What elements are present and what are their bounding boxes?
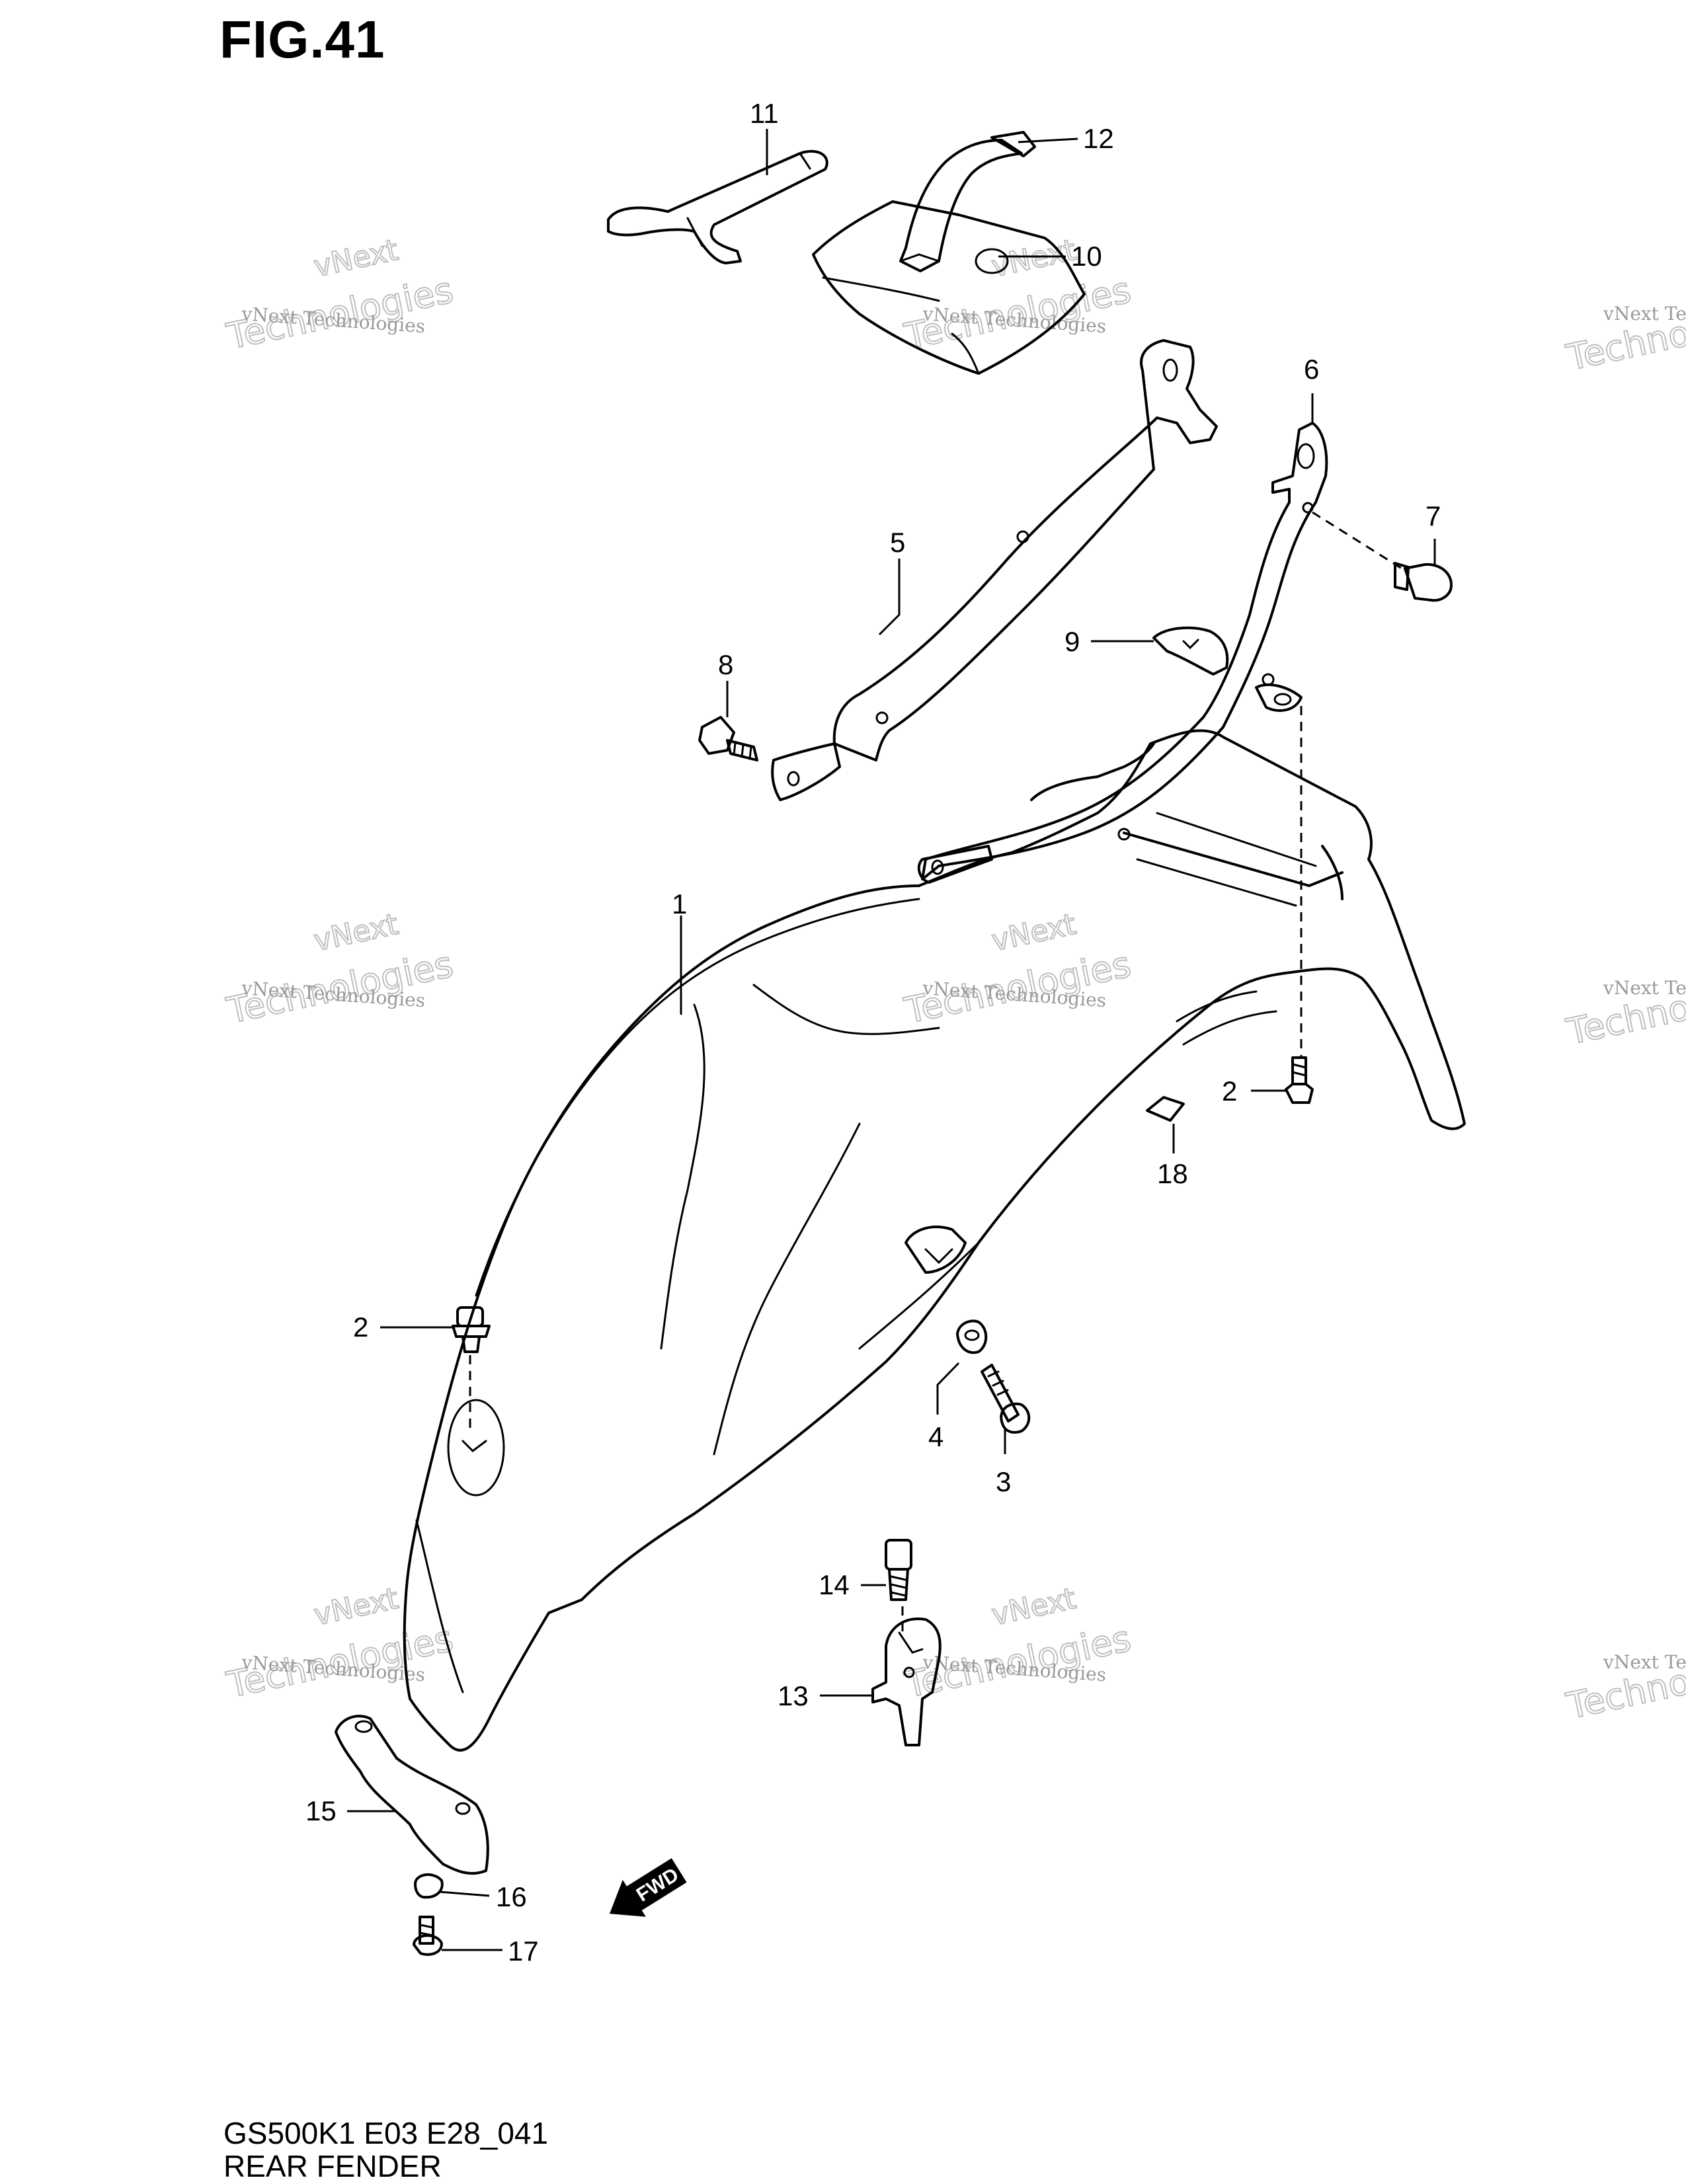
hardware bbox=[413, 562, 1453, 1956]
part-11-hook bbox=[607, 149, 828, 264]
watermark-big-top: vNext bbox=[311, 1582, 401, 1633]
assembly-line bbox=[1312, 511, 1402, 570]
part-12-strap bbox=[899, 131, 1036, 272]
part-10-plate bbox=[812, 200, 1086, 375]
callout-7: 7 bbox=[1425, 500, 1441, 531]
watermark-edge-small: vNext Technologies bbox=[1603, 977, 1686, 999]
callout-16: 16 bbox=[496, 1881, 527, 1912]
part-8-bolt bbox=[698, 716, 758, 761]
leader-lines bbox=[347, 129, 1436, 1951]
watermark-5: vNext Technologies bbox=[222, 1581, 457, 1707]
callout-14: 14 bbox=[819, 1569, 850, 1600]
part-16-nut bbox=[414, 1873, 444, 1899]
part-2-bolt-lower bbox=[452, 1306, 491, 1353]
callout-15: 15 bbox=[305, 1795, 337, 1826]
part-4-nut bbox=[956, 1319, 988, 1354]
watermark-big-top: vNext bbox=[988, 908, 1078, 958]
callout-1: 1 bbox=[672, 888, 687, 919]
callout-10: 10 bbox=[1071, 241, 1102, 272]
callout-3: 3 bbox=[996, 1466, 1011, 1497]
callout-2-upper: 2 bbox=[1222, 1075, 1237, 1107]
fwd-arrow: FWD bbox=[609, 1858, 687, 1917]
watermark-4: vNext Technologies bbox=[900, 907, 1135, 1033]
callout-9: 9 bbox=[1064, 626, 1080, 657]
part-17-screw bbox=[413, 1916, 443, 1956]
part-7-bolt bbox=[1394, 562, 1453, 602]
watermark-edge-small: vNext Technologies bbox=[1603, 303, 1686, 325]
part-15-bracket bbox=[335, 1715, 489, 1875]
callout-2-lower: 2 bbox=[353, 1311, 368, 1343]
part-1-rear-fender bbox=[403, 729, 1466, 1752]
part-9-bracket bbox=[1152, 626, 1229, 676]
watermark-big-top: vNext bbox=[311, 908, 401, 958]
watermark-group: vNext Technologies vNext Technologies vN… bbox=[222, 233, 1686, 1728]
part-13-clamp bbox=[871, 1618, 942, 1746]
callout-4: 4 bbox=[928, 1421, 943, 1452]
callout-12: 12 bbox=[1083, 123, 1114, 154]
part-5-bracket bbox=[771, 339, 1218, 801]
part-14-bolt bbox=[885, 1539, 912, 1601]
watermark-6: vNext Technologies bbox=[900, 1581, 1135, 1707]
callouts: 1 2 2 3 4 5 6 7 8 9 10 11 12 13 14 15 16… bbox=[305, 98, 1441, 1967]
callout-8: 8 bbox=[718, 649, 733, 680]
watermark-3: vNext Technologies bbox=[222, 907, 457, 1033]
arrow-icon bbox=[609, 1858, 687, 1917]
callout-17: 17 bbox=[508, 1935, 539, 1967]
watermark-big-top: vNext bbox=[311, 233, 401, 284]
model-code: GS500K1 E03 E28_041 bbox=[223, 2116, 549, 2150]
callout-5: 5 bbox=[890, 527, 905, 558]
part-18-pad bbox=[1146, 1096, 1185, 1122]
part-3-bolt bbox=[981, 1364, 1031, 1434]
watermark-edge-small: vNext Technologies bbox=[1603, 1651, 1686, 1673]
part-2-bolt-upper bbox=[1285, 1056, 1314, 1104]
figure-title: FIG.41 bbox=[220, 10, 385, 69]
assembly-name: REAR FENDER bbox=[223, 2149, 442, 2183]
callout-6: 6 bbox=[1304, 354, 1319, 385]
watermark-big-top: vNext bbox=[988, 1582, 1078, 1633]
part-6-rail bbox=[917, 422, 1328, 884]
callout-18: 18 bbox=[1157, 1158, 1188, 1189]
callout-11: 11 bbox=[750, 98, 779, 129]
callout-13: 13 bbox=[778, 1680, 809, 1711]
watermark-1: vNext Technologies bbox=[222, 233, 457, 358]
